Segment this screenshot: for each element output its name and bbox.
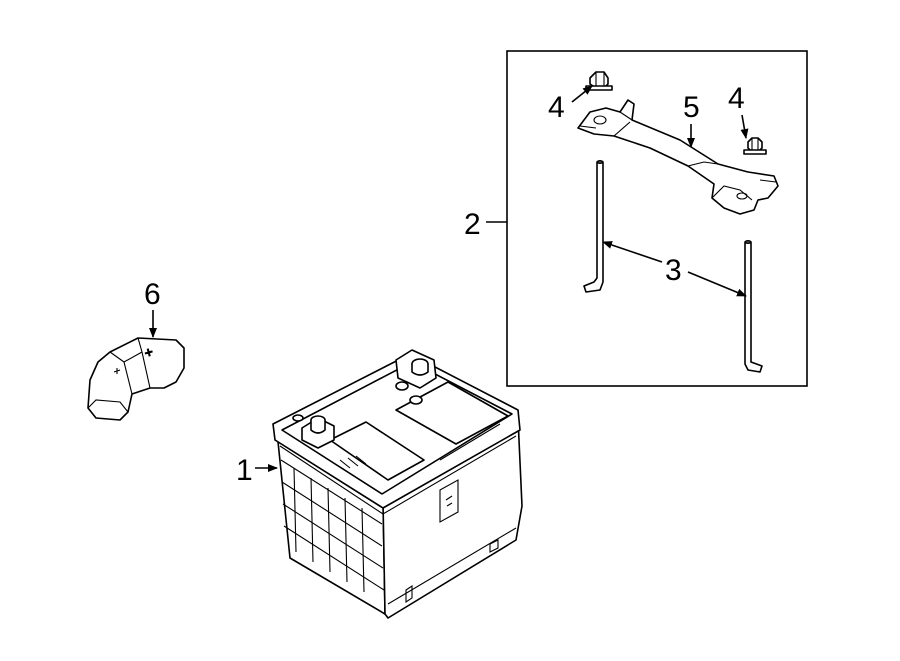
leader-lines: [149, 85, 749, 472]
callout-2-hold-down-kit: 2: [464, 208, 481, 241]
hold-down-rod-left: [583, 159, 604, 293]
callout-3-hold-down-rod: 3: [665, 254, 682, 287]
terminal-cover: +: [87, 337, 185, 421]
hold-down-rod-right: [744, 239, 763, 373]
leader-nut-right: [740, 114, 749, 139]
hold-down-kit-box: [506, 50, 808, 387]
callout-1-battery: 1: [236, 454, 253, 487]
flange-nut-right: [743, 137, 767, 155]
callout-6-terminal-cover: 6: [144, 278, 161, 311]
callout-4-nut-right: 4: [728, 82, 745, 115]
battery: [272, 349, 523, 619]
callout-4-nut-left: 4: [548, 91, 565, 124]
callout-5-hold-down-bracket: 5: [683, 91, 700, 124]
leader-nut-left: [571, 85, 593, 103]
hold-down-bracket: [577, 99, 779, 215]
flange-nut-left: [585, 71, 613, 91]
leader-rod-right: [687, 271, 747, 297]
leader-rod-left: [602, 241, 663, 263]
